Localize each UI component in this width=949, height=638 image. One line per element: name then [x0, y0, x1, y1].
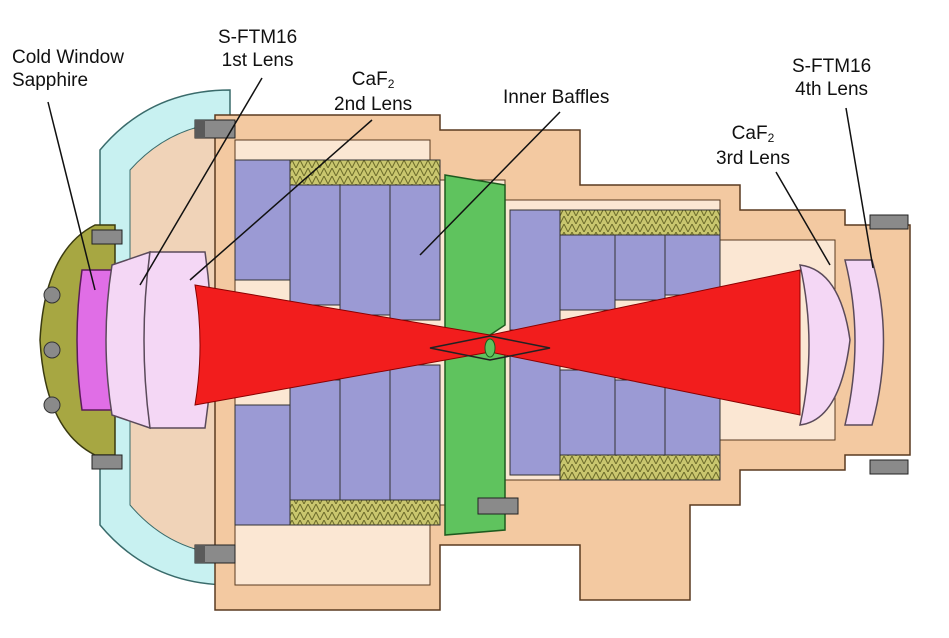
- cold-window-element: [76, 269, 113, 411]
- screw: [869, 214, 909, 230]
- frame-screw: [43, 396, 61, 414]
- focus-point: [484, 338, 496, 358]
- baffles-lower-right: [509, 349, 721, 481]
- screw: [194, 544, 236, 564]
- label-lens-4: S-FTM16 4th Lens: [792, 56, 872, 100]
- screw: [477, 497, 519, 515]
- screw: [91, 229, 123, 245]
- screw: [869, 459, 909, 475]
- label-lens-2: CaF2 2nd Lens: [334, 69, 413, 115]
- optical-beam: [194, 269, 801, 416]
- lens-4: [844, 259, 885, 426]
- frame-screw: [43, 341, 61, 359]
- label-inner-baffles: Inner Baffles: [503, 87, 610, 108]
- focus-marker: [429, 335, 551, 361]
- callout-lines: [47, 77, 874, 291]
- label-lens-3: CaF2 3rd Lens: [716, 123, 790, 169]
- screw: [194, 119, 236, 139]
- label-lens-1: S-FTM16 1st Lens: [218, 27, 298, 71]
- label-cold-window: Cold Window Sapphire: [12, 47, 124, 91]
- baffles-upper-right: [509, 209, 721, 331]
- lens-3: [799, 264, 851, 426]
- frame-screw: [43, 286, 61, 304]
- screw: [91, 454, 123, 470]
